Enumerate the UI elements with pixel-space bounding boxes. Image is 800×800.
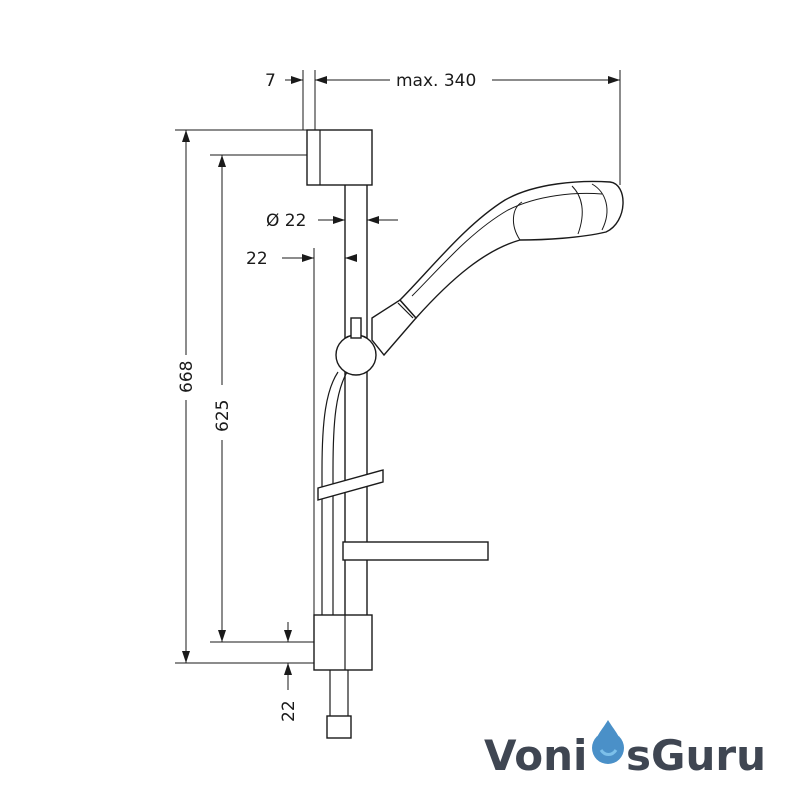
soap-dish: [342, 541, 489, 561]
top-wall-bracket: [306, 129, 373, 186]
hose-slider: [317, 469, 384, 501]
label-total-height: 668: [177, 361, 197, 393]
label-rod-diameter: Ø 22: [266, 211, 306, 231]
label-bottom-offset: 22: [279, 700, 299, 722]
shower-hose: [321, 371, 352, 739]
dimension-bracket-spacing: [210, 154, 314, 643]
label-rod-offset: 22: [246, 249, 268, 269]
dimension-total-height: [175, 129, 314, 664]
water-drop-icon: [592, 720, 624, 764]
label-max-reach: max. 340: [396, 71, 476, 91]
logo-text-right: sGuru: [626, 731, 766, 780]
dimension-rod-offset: [282, 248, 357, 615]
dimension-bottom-offset: [284, 622, 292, 690]
dimension-rod-diameter: [318, 216, 398, 224]
label-bracket-spacing: 625: [213, 400, 233, 432]
brand-logo: Voni sGuru: [484, 720, 766, 780]
adjustable-holder: [335, 299, 417, 376]
bottom-wall-bracket: [313, 614, 373, 671]
dimension-top: [285, 70, 621, 185]
label-wall-offset: 7: [265, 71, 276, 91]
logo-text-left: Voni: [484, 731, 587, 780]
hand-shower: [397, 180, 624, 320]
